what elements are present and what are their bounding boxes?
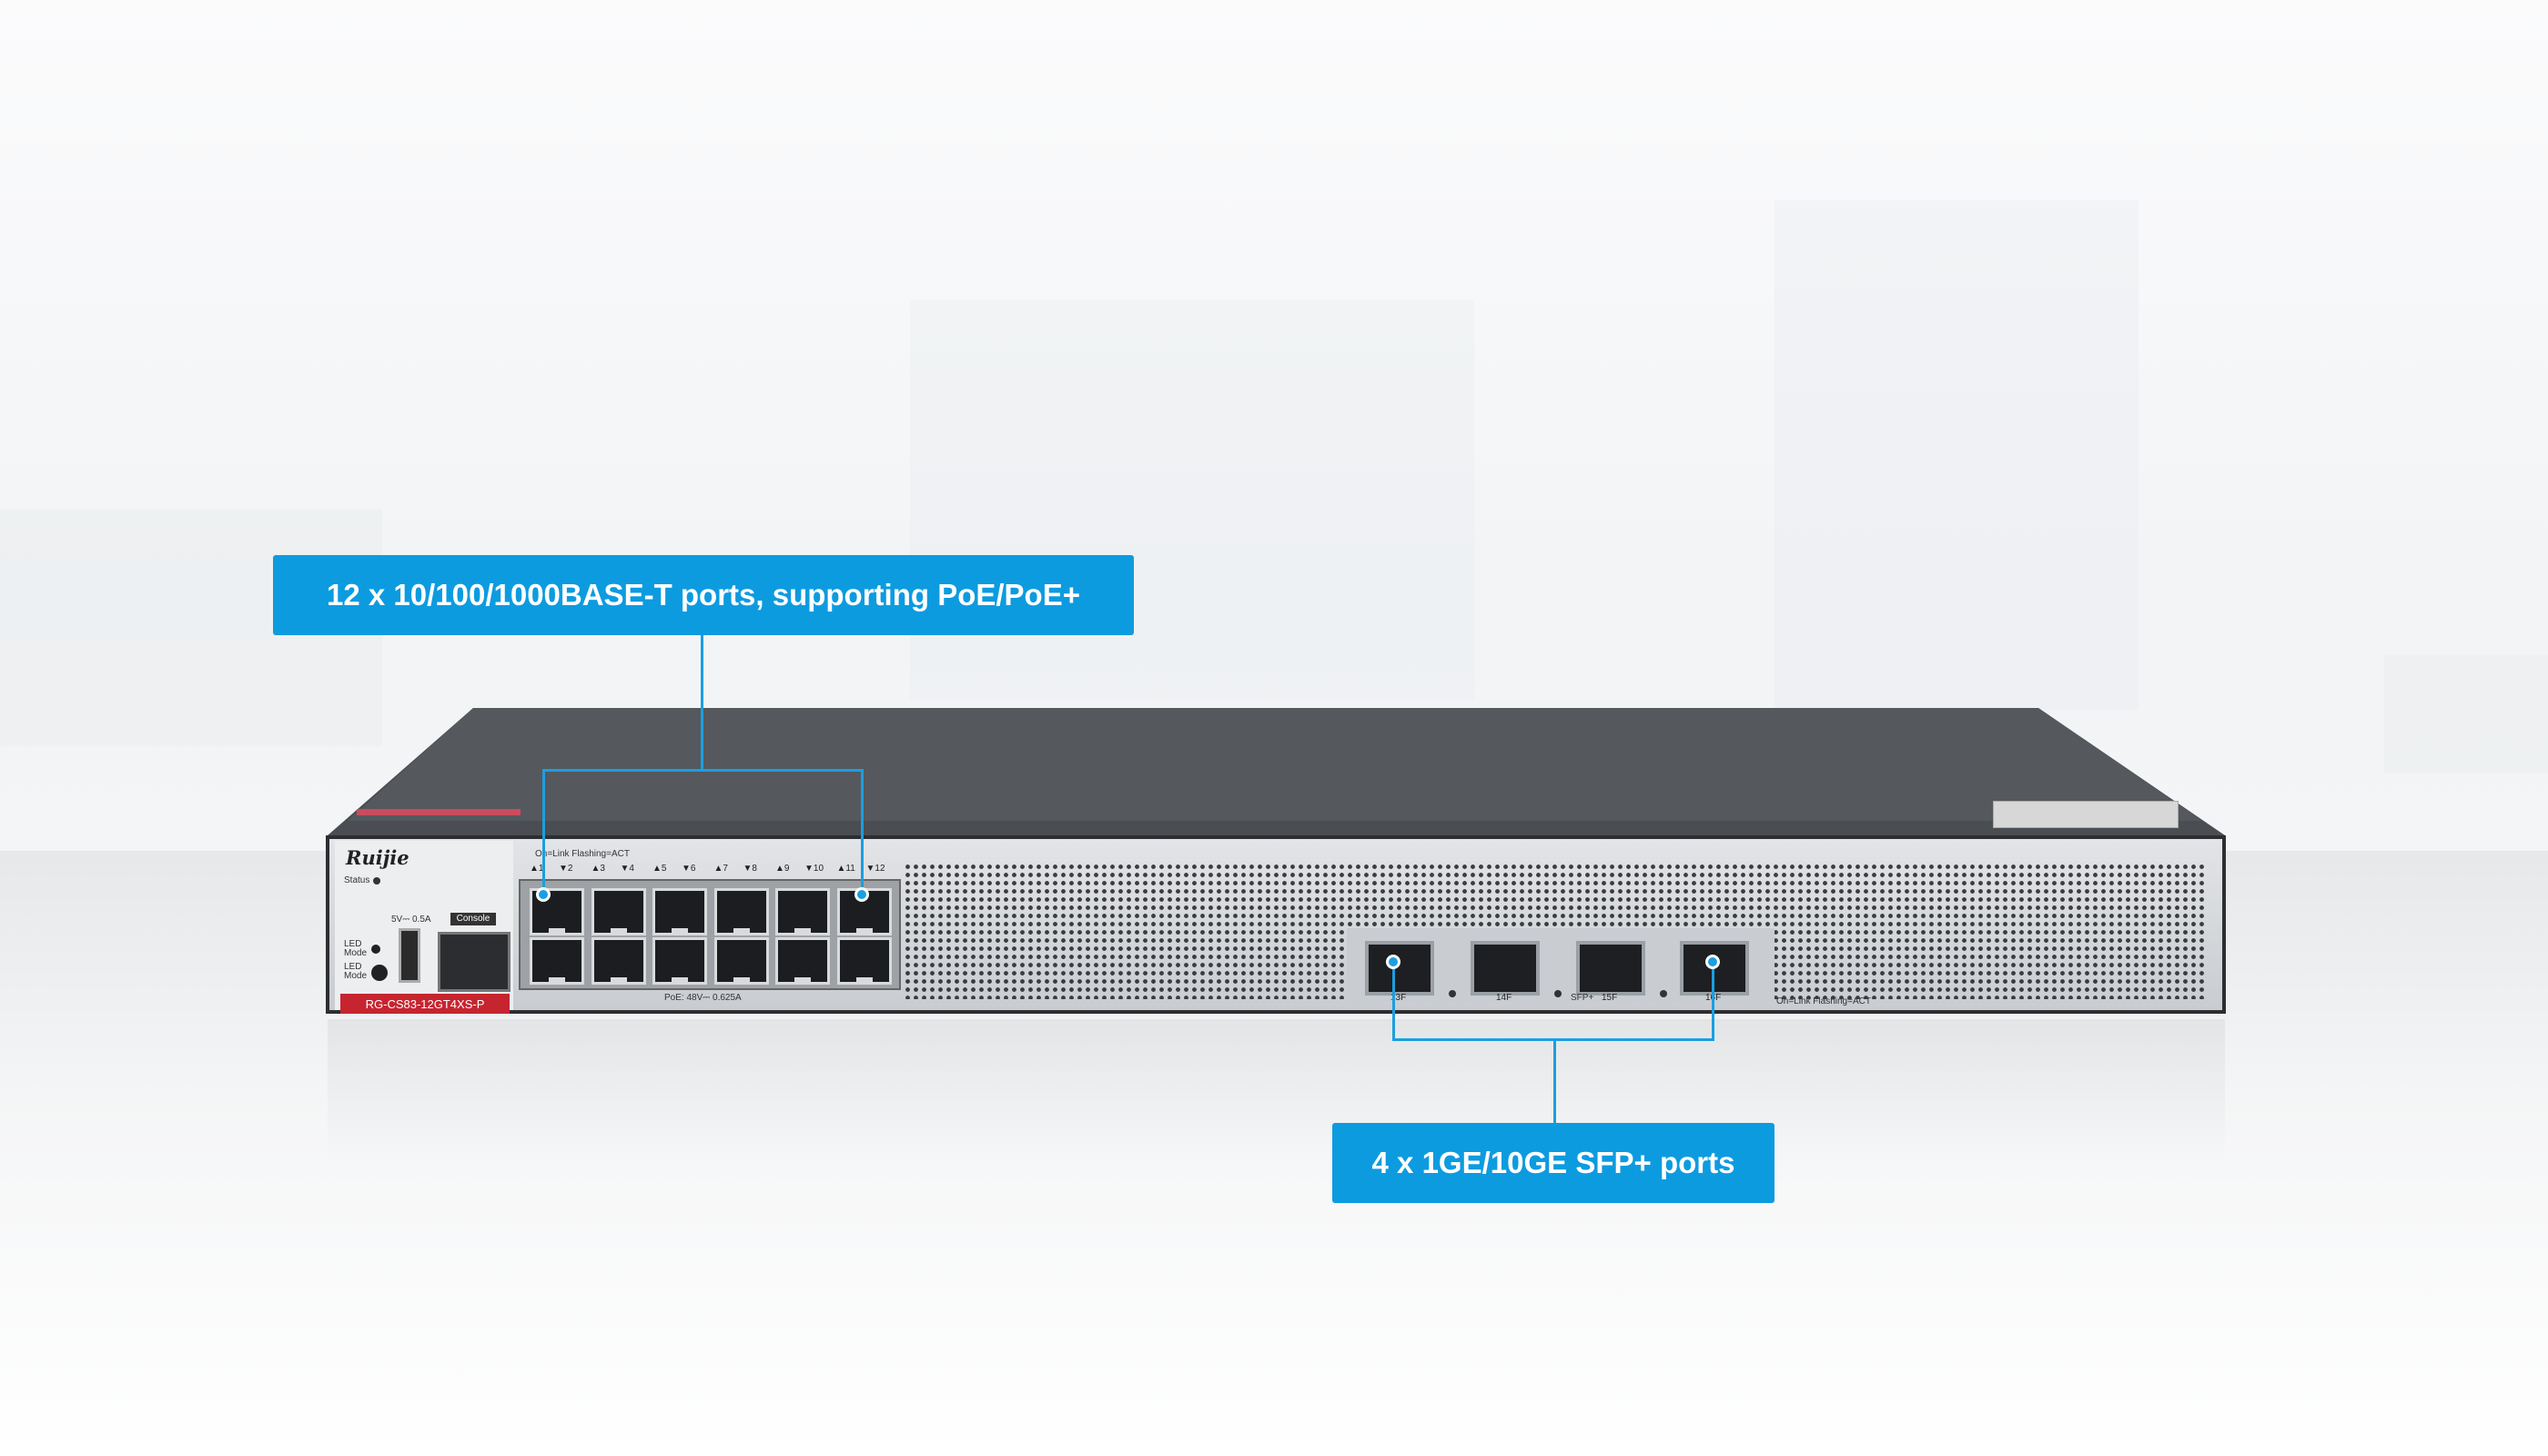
- rj45-led-legend: On=Link Flashing=ACT: [535, 849, 630, 859]
- sfp-status-led: [1554, 990, 1562, 997]
- rj45-port-number: ▼12: [865, 864, 885, 874]
- rj45-callout-right-dot: [854, 887, 869, 902]
- rj45-port-number: ▼10: [804, 864, 824, 874]
- product-label-sticker: [1993, 801, 2179, 828]
- rj45-port[interactable]: [591, 937, 646, 985]
- rj45-port-number: ▲3: [591, 864, 605, 874]
- rj45-port[interactable]: [652, 937, 707, 985]
- rj45-port[interactable]: [775, 888, 830, 935]
- rj45-callout-stem: [701, 635, 703, 770]
- console-label: Console: [450, 913, 496, 925]
- sfp-port-number: 13F: [1390, 993, 1407, 1003]
- rj45-port-number: ▼4: [620, 864, 634, 874]
- device-reflection: [328, 1019, 2225, 1165]
- rj45-port[interactable]: [775, 937, 830, 985]
- sfp-status-led: [1660, 990, 1667, 997]
- sfp-port[interactable]: [1576, 941, 1645, 996]
- protective-film-strip: [357, 809, 521, 815]
- sfp-ports-callout: 4 x 1GE/10GE SFP+ ports: [1332, 1123, 1774, 1203]
- brand-logo: Ruijie: [346, 846, 410, 869]
- rj45-callout-right-leg: [861, 769, 864, 895]
- rj45-callout-left-dot: [536, 887, 551, 902]
- led-mode-label-1: LED Mode: [344, 939, 368, 958]
- led-mode-label-2: LED Mode: [344, 962, 368, 981]
- background-rack-far-right: [2384, 655, 2548, 774]
- sfp-callout-right-leg: [1712, 962, 1714, 1040]
- sfp-prefix-label: SFP+: [1571, 993, 1594, 1003]
- model-badge: RG-CS83-12GT4XS-P: [340, 994, 510, 1014]
- sfp-callout-left-dot: [1386, 955, 1400, 969]
- rj45-ports-callout: 12 x 10/100/1000BASE-T ports, supporting…: [273, 555, 1134, 635]
- sfp-port-number: 14F: [1496, 993, 1512, 1003]
- background-rack-center: [910, 300, 1474, 701]
- sfp-port[interactable]: [1680, 941, 1749, 996]
- rj45-callout-left-leg: [542, 769, 545, 895]
- sfp-port[interactable]: [1365, 941, 1434, 996]
- usb-port[interactable]: [399, 928, 420, 983]
- sfp-callout-left-leg: [1392, 962, 1395, 1040]
- rj45-port-number: ▼2: [559, 864, 573, 874]
- rj45-port[interactable]: [652, 888, 707, 935]
- sfp-port[interactable]: [1471, 941, 1540, 996]
- sfp-callout-right-dot: [1705, 955, 1720, 969]
- rj45-port[interactable]: [591, 888, 646, 935]
- sfp-callout-stem: [1553, 1040, 1556, 1123]
- status-led: [373, 877, 380, 885]
- rj45-port[interactable]: [530, 937, 584, 985]
- rj45-port[interactable]: [713, 937, 769, 985]
- rj45-port-number: ▼6: [682, 864, 696, 874]
- console-port[interactable]: [438, 932, 511, 992]
- sfp-callout-bracket: [1392, 1038, 1714, 1041]
- background-rack-right: [1774, 200, 2138, 710]
- rj45-port-number: ▲9: [775, 864, 790, 874]
- usb-rating: 5V⎓ 0.5A: [391, 915, 431, 925]
- rj45-port-number: ▲11: [836, 864, 855, 874]
- sfp-led-legend: On=Link Flashing=ACT: [1776, 996, 1871, 1006]
- led-mode-button-1[interactable]: [371, 945, 380, 954]
- rj45-port-number: ▲1: [530, 864, 544, 874]
- sfp-port-number: 15F: [1602, 993, 1618, 1003]
- rj45-port[interactable]: [713, 888, 769, 935]
- rj45-port-number: ▲5: [652, 864, 667, 874]
- switch-top-cover: [328, 708, 2225, 835]
- rj45-port-number: ▲7: [713, 864, 728, 874]
- status-label: Status: [344, 875, 370, 885]
- rj45-port-number: ▼8: [743, 864, 757, 874]
- led-mode-button-2[interactable]: [371, 965, 388, 981]
- sfp-status-led: [1449, 990, 1456, 997]
- rj45-callout-bracket: [542, 769, 864, 772]
- poe-rating: PoE: 48V⎓ 0.625A: [664, 993, 742, 1003]
- rj45-port[interactable]: [836, 937, 892, 985]
